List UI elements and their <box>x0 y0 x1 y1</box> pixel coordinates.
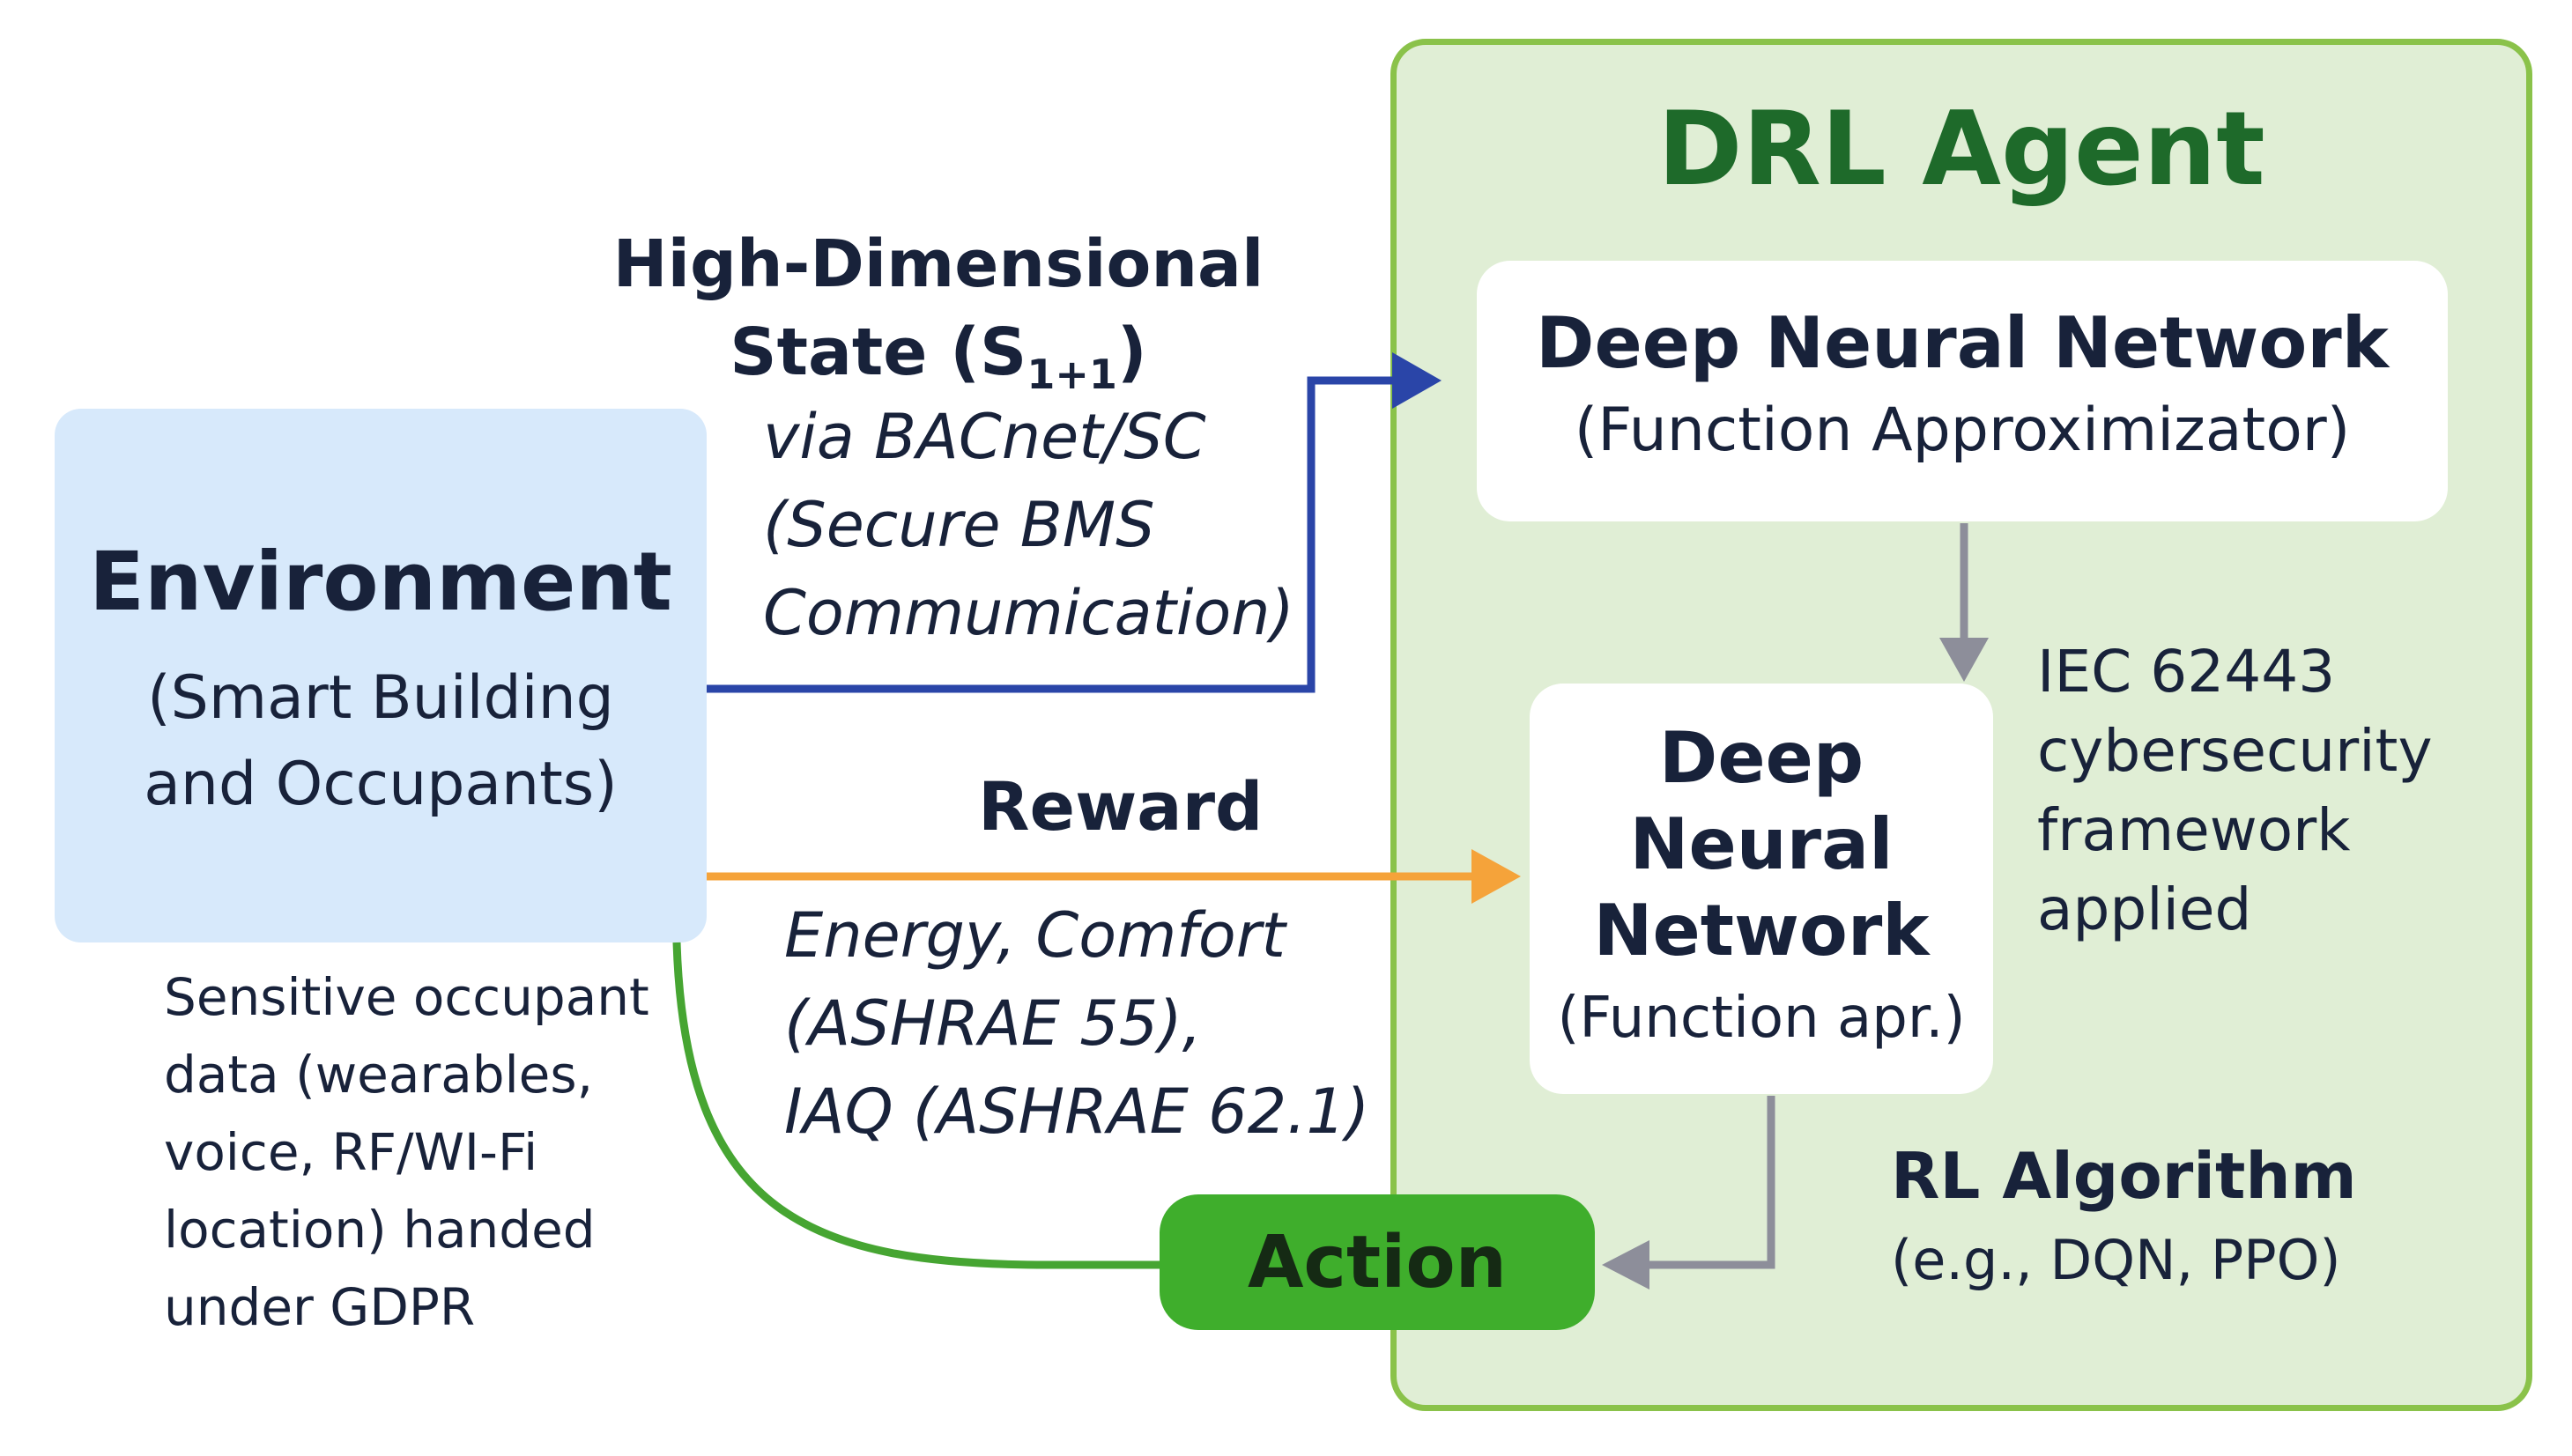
state-protocol-note: via BACnet/SC (Secure BMS Commumication) <box>763 393 1294 657</box>
state-label: High-Dimensional State (S1+1) <box>608 220 1269 418</box>
environment-subtitle: (Smart Building and Occupants) <box>55 655 707 828</box>
security-note-line: cybersecurity <box>2037 717 2433 785</box>
state-protocol-line: (Secure BMS <box>763 489 1155 561</box>
drl-agent-title: DRL Agent <box>1657 90 2265 209</box>
state-title-line1: High-Dimensional <box>612 226 1264 302</box>
state-protocol-line: via BACnet/SC <box>763 401 1206 473</box>
sensitive-data-line: data (wearables, <box>164 1045 594 1105</box>
environment-box <box>55 409 707 942</box>
action-node: Action <box>1160 1194 1595 1330</box>
security-note-line: IEC 62443 <box>2037 638 2336 706</box>
sensitive-data-line: Sensitive occupant <box>164 967 649 1027</box>
action-return-curve <box>672 942 1160 1269</box>
environment-subtitle-line: (Smart Building <box>147 663 614 733</box>
dnn-top-box <box>1477 261 2448 521</box>
dnn-mid-box <box>1530 684 1993 1094</box>
reward-label: Reward <box>978 767 1264 846</box>
sensitive-data-line: voice, RF/WI-Fi <box>164 1122 538 1182</box>
dnn-top-subtitle: (Function Approximizator) <box>1574 395 2351 465</box>
reward-description-line: Energy, Comfort <box>784 899 1286 972</box>
action-feed-arrowhead <box>1602 1240 1649 1290</box>
internal-down-arrowhead <box>1939 638 1989 682</box>
state-arrowhead <box>1392 352 1442 409</box>
sensitive-data-line: location) handed <box>164 1200 596 1260</box>
reward-description: Energy, Comfort (ASHRAE 55), IAQ (ASHRAE… <box>784 891 1369 1156</box>
security-framework-note: IEC 62443 cybersecurity framework applie… <box>2037 632 2433 950</box>
dnn-top-title: Deep Neural Network <box>1536 302 2389 384</box>
dnn-mid-title: Deep Neural Network <box>1530 715 1993 974</box>
sensitive-data-line: under GDPR <box>164 1277 476 1337</box>
state-protocol-line: Commumication) <box>763 577 1294 649</box>
dnn-mid-title-line: Network <box>1593 890 1930 972</box>
rl-algorithm-subtitle: (e.g., DQN, PPO) <box>1891 1228 2341 1292</box>
sensitive-data-note: Sensitive occupant data (wearables, voic… <box>164 958 649 1346</box>
dnn-mid-title-line: Deep <box>1658 717 1864 799</box>
reward-description-line: IAQ (ASHRAE 62.1) <box>784 1075 1370 1148</box>
dnn-mid-title-line: Neural <box>1629 803 1894 885</box>
environment-title: Environment <box>89 535 672 629</box>
state-title-prefix: State (S <box>730 314 1027 390</box>
state-title-suffix: ) <box>1116 314 1147 390</box>
action-feed-line <box>1648 1096 1775 1269</box>
security-note-line: framework <box>2037 796 2351 864</box>
security-note-line: applied <box>2037 876 2252 943</box>
state-title-subscript: 1+1 <box>1027 350 1117 398</box>
environment-subtitle-line: and Occupants) <box>144 750 618 819</box>
state-title-line2: State (S1+1) <box>608 308 1269 418</box>
reward-description-line: (ASHRAE 55), <box>784 987 1202 1060</box>
state-arrow-line <box>707 376 1401 693</box>
rl-algorithm-title: RL Algorithm <box>1891 1139 2357 1213</box>
dnn-mid-subtitle: (Function apr.) <box>1557 986 1966 1051</box>
reward-arrowhead <box>1471 849 1521 904</box>
